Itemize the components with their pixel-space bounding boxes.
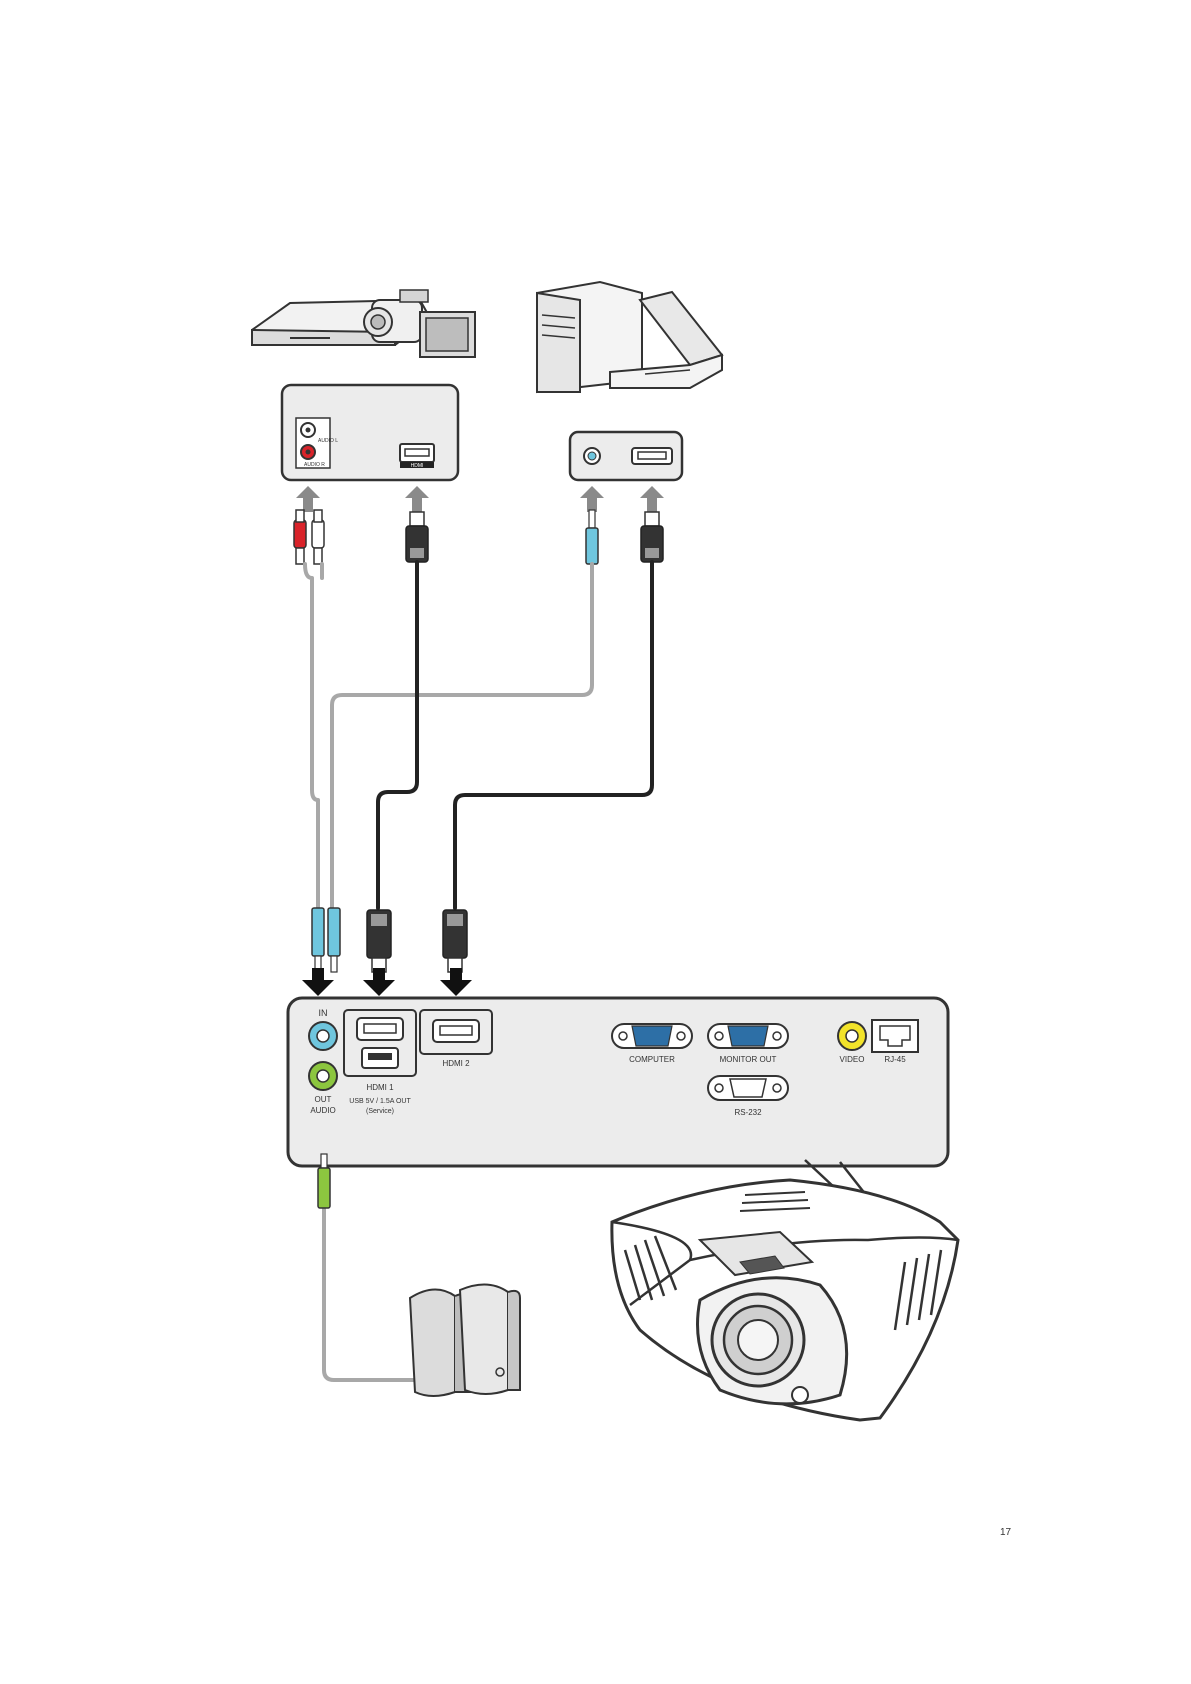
usb-label: USB 5V / 1.5A OUT xyxy=(349,1098,411,1105)
speakers-illustration xyxy=(410,1284,520,1396)
av-devices-illustration xyxy=(252,290,475,357)
rs232-label: RS-232 xyxy=(734,1108,762,1117)
audio-cable-connector-top xyxy=(586,510,598,564)
audio-r-label: AUDIO R xyxy=(304,462,325,468)
pc-source-panel xyxy=(570,432,682,480)
monitor-out-label: MONITOR OUT xyxy=(720,1055,777,1064)
rj45-label: RJ-45 xyxy=(884,1055,906,1064)
rs232-port xyxy=(708,1076,788,1100)
rj45-port xyxy=(872,1020,918,1052)
cables xyxy=(305,562,652,1380)
hdmi1-label: HDMI 1 xyxy=(366,1083,394,1092)
source-arrows xyxy=(296,486,664,512)
hdmi2-connector-bottom xyxy=(443,910,467,972)
hdmi1-connector-bottom xyxy=(367,910,391,972)
source-hdmi-label: HDMI xyxy=(411,463,424,469)
projector-illustration xyxy=(612,1160,958,1420)
audio-l-label: AUDIO L xyxy=(318,438,338,444)
usb-service-label: (Service) xyxy=(366,1108,394,1115)
page-number: 17 xyxy=(1000,1527,1012,1538)
projector-rear-panel: IN OUT AUDIO HDMI 1 USB 5V / 1.5A OUT (S… xyxy=(288,998,948,1166)
audio-in-connectors xyxy=(312,908,340,972)
hdmi-cable-connector-top-2 xyxy=(641,512,663,562)
hdmi-cable-connector-top-1 xyxy=(406,512,428,562)
computer-illustration xyxy=(537,282,722,392)
video-label: VIDEO xyxy=(840,1055,865,1064)
hdmi2-label: HDMI 2 xyxy=(442,1059,470,1068)
computer-vga-port xyxy=(612,1024,692,1048)
av-source-panel: AUDIO L AUDIO R HDMI xyxy=(282,385,458,480)
computer-label: COMPUTER xyxy=(629,1055,675,1064)
audio-out-label: OUT xyxy=(315,1095,332,1104)
rca-cable-connector xyxy=(294,510,324,564)
audio-label: AUDIO xyxy=(310,1106,335,1115)
audio-in-label: IN xyxy=(319,1008,328,1018)
monitor-out-vga-port xyxy=(708,1024,788,1048)
